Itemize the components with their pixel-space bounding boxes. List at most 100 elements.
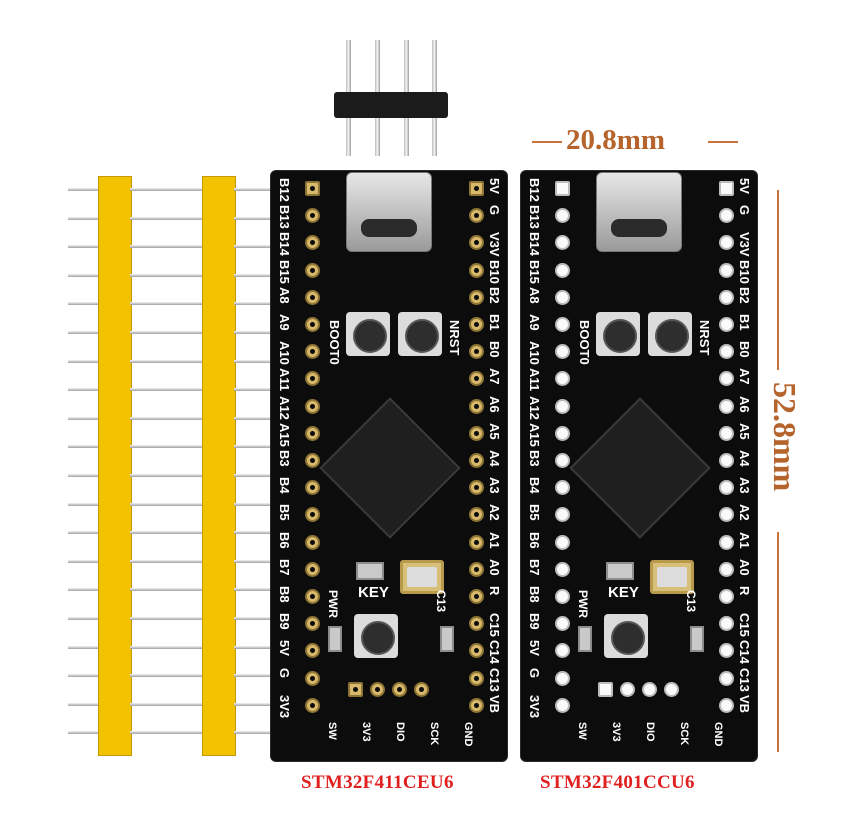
left-pin-label: G bbox=[277, 667, 292, 678]
header-pin bbox=[234, 474, 284, 477]
left-pin-label: A11 bbox=[527, 368, 542, 392]
right-pin-label: R bbox=[487, 586, 502, 596]
header-pin bbox=[172, 645, 202, 649]
yellow-header-strip bbox=[202, 176, 236, 756]
swd-pad bbox=[664, 682, 679, 697]
header-pin bbox=[130, 474, 202, 477]
header-pin bbox=[130, 531, 202, 535]
right-pin-pad bbox=[469, 398, 484, 414]
left-pin-label: B12 bbox=[277, 178, 292, 202]
board-1-model-label: STM32F411CEU6 bbox=[301, 772, 454, 793]
right-pin-label: A2 bbox=[737, 504, 752, 522]
header-pin bbox=[130, 731, 202, 735]
right-pin-pad bbox=[469, 507, 484, 523]
nrst-label: NRST bbox=[447, 320, 462, 356]
left-pin-pad bbox=[305, 616, 320, 632]
header-pin bbox=[68, 245, 98, 249]
header-pin bbox=[68, 502, 98, 506]
right-pin-pad bbox=[469, 262, 484, 278]
right-pin-pad bbox=[719, 344, 734, 360]
swd-label: DIO bbox=[644, 722, 656, 742]
left-pin-label: B6 bbox=[527, 531, 542, 549]
right-pin-pad bbox=[469, 235, 484, 251]
left-pin-label: B6 bbox=[277, 531, 292, 549]
left-pin-label: B5 bbox=[527, 504, 542, 522]
key-button[interactable] bbox=[604, 614, 648, 658]
right-pin-pad bbox=[719, 317, 734, 332]
left-pin-pad bbox=[305, 208, 320, 224]
nrst-button[interactable] bbox=[398, 312, 442, 356]
header-pin bbox=[68, 273, 98, 277]
swd-label: GND bbox=[462, 722, 474, 747]
key-button[interactable] bbox=[354, 614, 398, 658]
right-pin-pad bbox=[719, 425, 734, 441]
left-pin-label: G bbox=[527, 667, 542, 678]
header-pin bbox=[130, 331, 202, 334]
left-pin-label: A12 bbox=[277, 395, 292, 420]
header-pin bbox=[130, 645, 202, 649]
header-pin bbox=[130, 245, 202, 249]
header-pin bbox=[172, 559, 202, 563]
header-pin bbox=[234, 359, 284, 363]
boot0-label: BOOT0 bbox=[327, 320, 342, 365]
left-pin-pad bbox=[555, 208, 570, 224]
header-pin bbox=[68, 216, 98, 220]
left-pin-label: 3V3 bbox=[527, 694, 542, 718]
header-pin bbox=[234, 273, 284, 277]
header-pin bbox=[68, 474, 98, 477]
swd-label: SW bbox=[326, 722, 338, 740]
left-pin-pad bbox=[305, 398, 320, 414]
right-pin-label: C13 bbox=[737, 667, 752, 692]
header-pin bbox=[234, 674, 284, 678]
header-pin bbox=[68, 531, 98, 535]
header-pin bbox=[234, 645, 284, 649]
header-pin bbox=[234, 302, 284, 306]
header-pin bbox=[130, 674, 202, 678]
right-pin-pad bbox=[719, 643, 734, 659]
right-pin-pad bbox=[719, 670, 734, 686]
right-pin-label: B10 bbox=[737, 259, 752, 284]
right-pin-pad bbox=[469, 344, 484, 360]
header-pin bbox=[172, 416, 202, 420]
right-pin-pad bbox=[469, 480, 484, 496]
right-pin-label: A7 bbox=[737, 368, 752, 386]
left-pin-label: B5 bbox=[277, 504, 292, 522]
right-pin-pad bbox=[469, 289, 484, 305]
right-pin-label: A5 bbox=[487, 422, 502, 440]
swd-pad bbox=[348, 682, 363, 697]
board-2-model-label: STM32F401CCU6 bbox=[540, 772, 695, 793]
swd-pad bbox=[392, 682, 407, 697]
boot0-button[interactable] bbox=[346, 312, 390, 356]
header-pin bbox=[130, 302, 202, 306]
left-pin-label: B12 bbox=[527, 178, 542, 202]
left-pin-label: A10 bbox=[277, 341, 292, 366]
right-pin-pad bbox=[469, 425, 484, 441]
left-pin-label: A11 bbox=[277, 368, 292, 392]
left-pin-pad bbox=[305, 589, 320, 604]
left-pin-pad bbox=[555, 534, 570, 550]
header-pin bbox=[68, 645, 98, 649]
header-pin bbox=[172, 331, 202, 334]
header-pin bbox=[172, 531, 202, 535]
swd-pad bbox=[370, 682, 385, 697]
swd-pad bbox=[642, 682, 657, 697]
usb-c-connector bbox=[346, 172, 432, 252]
boot0-button[interactable] bbox=[596, 312, 640, 356]
right-pin-pad bbox=[719, 561, 734, 577]
right-pin-label: C14 bbox=[487, 640, 502, 665]
right-pin-pad bbox=[719, 235, 734, 251]
left-pin-pad bbox=[555, 425, 570, 441]
right-pin-label: A3 bbox=[487, 477, 502, 494]
left-pin-label: B9 bbox=[277, 613, 292, 630]
left-pin-label: B13 bbox=[277, 205, 292, 230]
header-pin bbox=[172, 302, 202, 306]
right-pin-label: VB bbox=[737, 694, 752, 713]
pwr-led bbox=[578, 626, 592, 652]
left-pin-pad bbox=[305, 317, 320, 332]
left-pin-pad bbox=[305, 697, 320, 713]
header-pin bbox=[68, 702, 98, 706]
c13-label: C13 bbox=[434, 590, 448, 613]
right-pin-label: A1 bbox=[487, 531, 502, 549]
nrst-button[interactable] bbox=[648, 312, 692, 356]
left-pin-pad bbox=[305, 262, 320, 278]
